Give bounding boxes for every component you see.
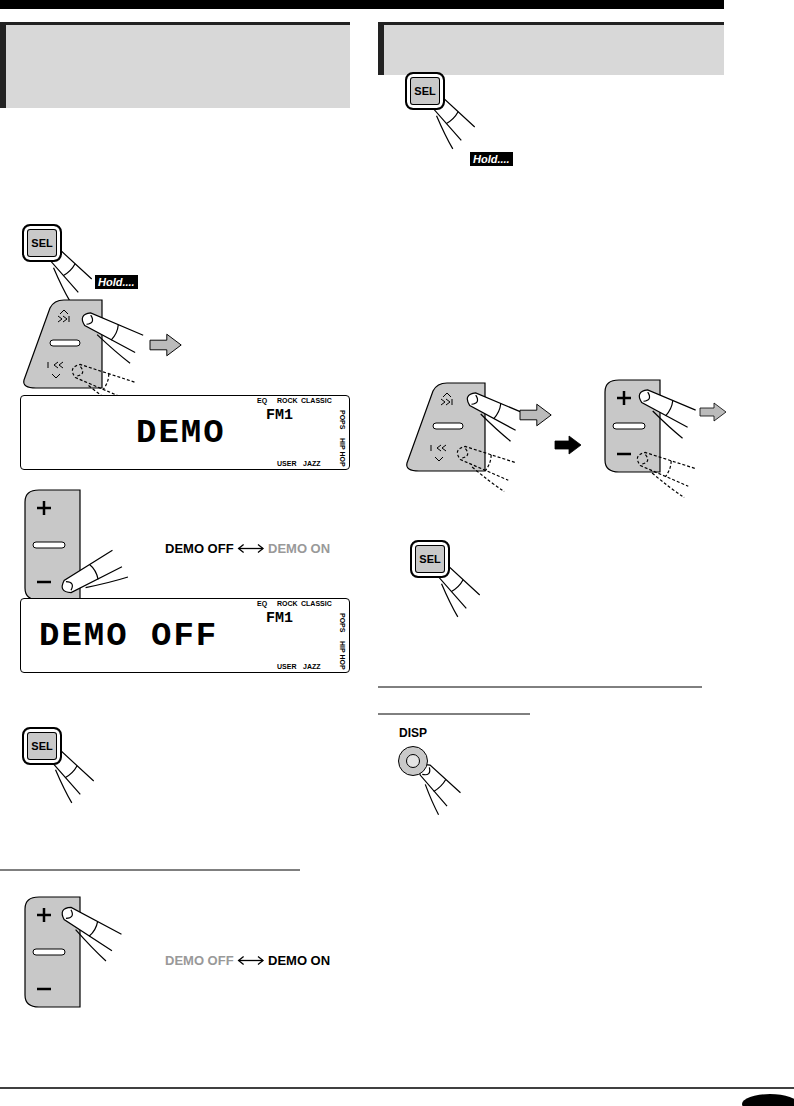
- display-indicator: EQ: [257, 600, 267, 607]
- direction-arrow: [520, 404, 551, 426]
- top-bar: [0, 0, 724, 9]
- display-indicator: JAZZ: [303, 460, 321, 467]
- display-indicator: HIP HOP: [339, 438, 346, 467]
- display-indicator: POPS: [339, 410, 346, 429]
- volume-rocker: [25, 490, 80, 600]
- rule-lines: [0, 687, 794, 1088]
- display-message: DEMO: [136, 416, 226, 450]
- button-center: [406, 754, 420, 768]
- sel-button: SEL: [410, 540, 450, 578]
- lcd-display: DEMO OFF FM1 EQ ROCKCLASSIC POPS USER JAZZ HIP …: [20, 598, 350, 673]
- direction-arrow: [555, 436, 581, 454]
- sel-button: SEL: [405, 72, 445, 110]
- page-number-tab: [742, 1094, 794, 1106]
- button-label: SEL: [31, 237, 52, 249]
- display-indicator: POPS: [339, 613, 346, 632]
- button-label: SEL: [31, 740, 52, 752]
- sel-button: SEL: [22, 727, 62, 765]
- display-indicator: CLASSIC: [301, 600, 332, 607]
- setting-option: DEMO OFF: [165, 541, 234, 556]
- display-indicator: JAZZ: [303, 663, 321, 670]
- display-indicator: EQ: [257, 397, 267, 404]
- button-label: SEL: [414, 85, 435, 97]
- toggle-arrow: [239, 957, 263, 965]
- display-indicator: CLASSIC: [301, 397, 332, 404]
- hold-tag: Hold....: [95, 275, 138, 289]
- direction-arrow: [150, 334, 181, 356]
- hold-tag: Hold....: [470, 152, 513, 166]
- finger: [630, 386, 695, 438]
- finger-alt-position: [630, 449, 695, 498]
- section-header: [0, 22, 724, 108]
- button-label: DISP: [399, 726, 427, 740]
- direction-arrow: [700, 403, 726, 421]
- lcd-display: DEMO FM1 EQ ROCKCLASSIC POPS USER JAZZ HIP HOP: [20, 395, 350, 470]
- finger: [73, 309, 143, 364]
- display-indicator: USER: [277, 460, 296, 467]
- setting-option: DEMO ON: [268, 541, 330, 556]
- button-label: SEL: [419, 553, 440, 565]
- finger-alt-position: [450, 443, 515, 492]
- toggle-arrow: [239, 545, 263, 553]
- disp-button: DISP: [383, 726, 443, 790]
- display-indicator: HIP HOP: [339, 641, 346, 670]
- display-message: DEMO OFF: [39, 619, 218, 653]
- finger: [458, 389, 523, 441]
- setting-option: DEMO OFF: [165, 953, 234, 968]
- finger: [52, 903, 122, 961]
- setting-option: DEMO ON: [268, 953, 330, 968]
- display-indicator: FM1: [266, 611, 293, 626]
- display-indicator: ROCK: [277, 600, 298, 607]
- round-button: [398, 746, 428, 776]
- volume-rocker: [25, 897, 80, 1007]
- sel-button: SEL: [22, 224, 62, 262]
- display-indicator: FM1: [266, 408, 293, 423]
- display-indicator: ROCK: [277, 397, 298, 404]
- display-indicator: USER: [277, 663, 296, 670]
